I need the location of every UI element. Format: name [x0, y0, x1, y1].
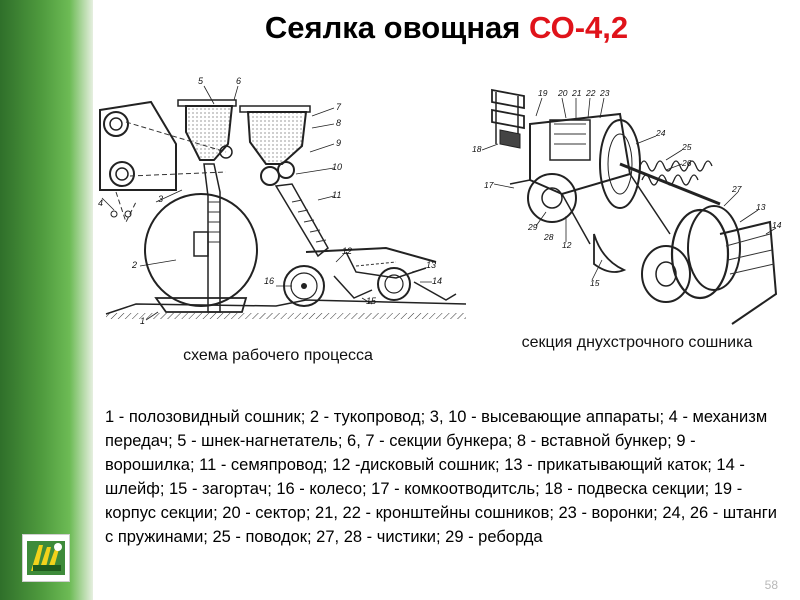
process-schematic-figure: 5 6 7 8 9 10 11 12 13 14 15 16 2 3 4 1	[96, 72, 470, 330]
green-sidebar	[0, 0, 93, 600]
right-label-20: 20	[557, 88, 568, 98]
left-label-11: 11	[332, 190, 341, 200]
title-main: Сеялка овощная	[264, 10, 529, 45]
right-label-28: 28	[543, 232, 554, 242]
left-label-1: 1	[140, 316, 145, 326]
left-label-9: 9	[336, 138, 341, 148]
right-label-19: 19	[538, 88, 548, 98]
left-label-16: 16	[264, 276, 274, 286]
left-label-12: 12	[342, 246, 352, 256]
right-label-23: 23	[599, 88, 610, 98]
right-figure-caption: секция днухстрочного сошника	[521, 334, 753, 351]
left-label-6: 6	[236, 76, 241, 86]
left-figure-caption: схема рабочего процесса	[183, 347, 373, 364]
left-label-14: 14	[432, 276, 442, 286]
process-schematic-drawing: 5 6 7 8 9 10 11 12 13 14 15 16 2 3 4 1	[98, 76, 467, 326]
right-label-26: 26	[681, 158, 692, 168]
page-number: 58	[764, 578, 778, 592]
left-label-5: 5	[198, 76, 204, 86]
right-label-29: 29	[527, 222, 538, 232]
right-label-14: 14	[772, 220, 782, 230]
university-logo-icon	[22, 534, 70, 582]
left-label-3: 3	[158, 194, 163, 204]
left-label-15: 15	[366, 296, 377, 306]
parts-legend: 1 - полозовидный сошник; 2 - тукопровод;…	[105, 408, 778, 546]
left-label-7: 7	[336, 102, 342, 112]
right-label-12: 12	[562, 240, 572, 250]
right-label-25: 25	[681, 142, 692, 152]
left-label-2: 2	[131, 260, 137, 270]
right-label-24: 24	[655, 128, 666, 138]
right-label-21: 21	[571, 88, 582, 98]
title-model: СО-4,2	[528, 10, 629, 45]
coulter-section-figure: 19 20 21 22 23 18 17 24 25 26 27 13 14 2…	[470, 84, 786, 328]
left-label-8: 8	[336, 118, 341, 128]
right-label-18: 18	[472, 144, 482, 154]
left-label-13: 13	[426, 260, 436, 270]
right-label-13: 13	[756, 202, 766, 212]
right-label-27: 27	[731, 184, 742, 194]
left-label-4: 4	[98, 198, 103, 208]
coulter-section-drawing: 19 20 21 22 23 18 17 24 25 26 27 13 14 2…	[472, 88, 782, 325]
right-label-15: 15	[590, 278, 600, 288]
right-label-22: 22	[585, 88, 596, 98]
page-title: Сеялка овощная СО-4,2	[93, 8, 800, 48]
right-label-17: 17	[484, 180, 494, 190]
left-label-10: 10	[332, 162, 342, 172]
